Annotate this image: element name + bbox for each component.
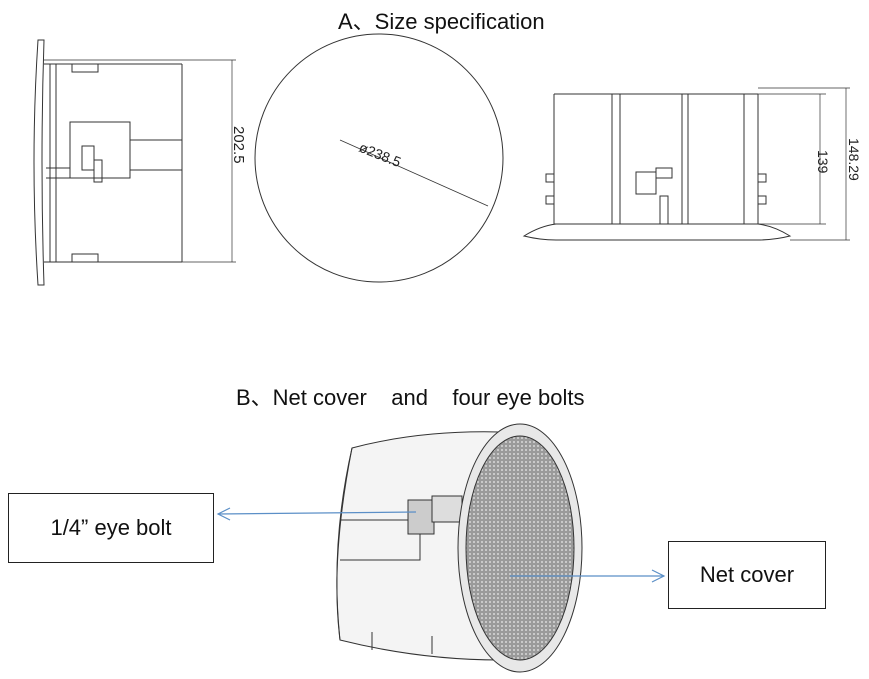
elevation-view-drawing (522, 87, 850, 241)
eyebolt-arrow (216, 507, 417, 521)
netcover-callout: Net cover (668, 541, 826, 609)
netcover-arrow (510, 569, 666, 583)
total-depth-dimension: 148.29 (846, 138, 862, 181)
top-view-drawing (254, 33, 504, 283)
side-view-drawing (33, 39, 236, 286)
diameter-dimension: ø238.5 (357, 139, 404, 170)
speaker-perspective-image (336, 423, 583, 673)
eyebolt-label: 1/4” eye bolt (50, 515, 172, 540)
netcover-label: Net cover (699, 562, 795, 587)
eyebolt-callout: 1/4” eye bolt (8, 493, 214, 563)
section-b-title: B、Net cover and four eye bolts (236, 385, 585, 410)
side-height-dimension: 202.5 (230, 126, 247, 164)
section-a-title: A、Size specification (338, 9, 545, 34)
inner-depth-dimension: 139 (815, 150, 831, 174)
